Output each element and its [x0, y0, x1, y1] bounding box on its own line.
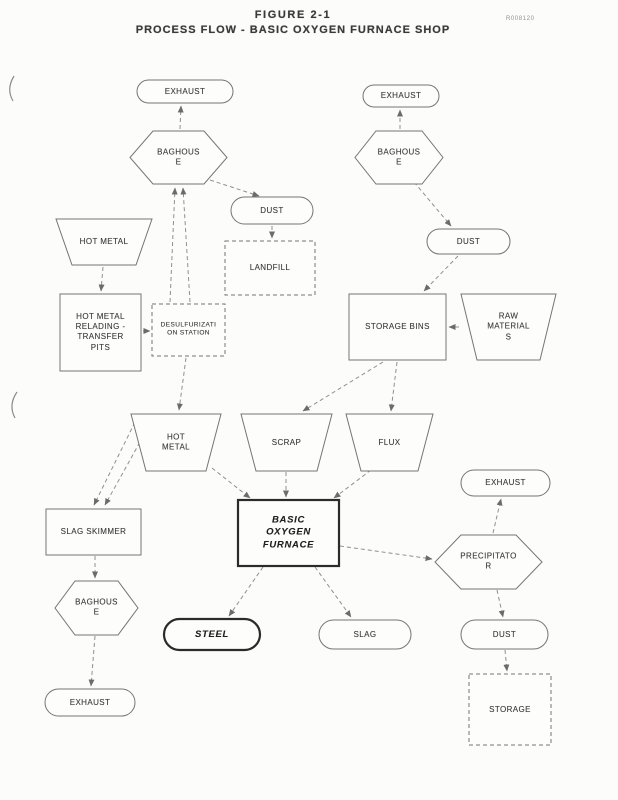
edge-hot-metal-charge-to-basic-oxygen-furnace	[211, 467, 251, 499]
edge-dust-right-to-storage-bins	[423, 255, 459, 292]
slag-skimmer-label: SLAG SKIMMER	[60, 526, 127, 536]
hot-metal-input-label: HOT METAL	[79, 236, 129, 246]
edge-baghouse-bottom-left-to-exhaust-bottom-left	[88, 635, 96, 687]
figure-label: FIGURE 2-1	[254, 9, 332, 21]
precipitator-label: PRECIPITATOR	[460, 551, 517, 571]
landfill-shape	[224, 240, 316, 296]
exhaust-bottom-left-label: EXHAUST	[69, 697, 111, 707]
storage-label: STORAGE	[489, 704, 531, 714]
slag-shape	[318, 619, 412, 650]
storage-shape	[468, 673, 552, 746]
hot-metal-relading-pits-shape	[59, 293, 142, 372]
baghouse-top-left-shape	[129, 130, 228, 185]
dust-right-shape	[426, 228, 511, 255]
slag-label: SLAG	[353, 629, 377, 639]
landfill-label: LANDFILL	[249, 262, 291, 272]
edge-storage-bins-to-flux	[388, 361, 398, 412]
desulfurization-station-shape	[151, 303, 226, 357]
flux-shape	[345, 413, 434, 472]
storage-bins-shape	[348, 293, 447, 361]
edge-precipitator-to-dust-bottom-right	[496, 589, 505, 618]
scrap-shape	[240, 413, 333, 472]
edge-storage-bins-to-scrap	[302, 361, 384, 412]
scrap-label: SCRAP	[271, 437, 302, 447]
exhaust-top-left-shape	[136, 79, 234, 104]
steel-label: STEEL	[194, 628, 230, 640]
baghouse-top-right-shape	[354, 130, 444, 185]
steel-shape	[162, 617, 262, 652]
basic-oxygen-furnace-shape	[236, 498, 341, 568]
document-stamp: R008120	[506, 16, 535, 22]
baghouse-bottom-left-shape	[54, 580, 139, 636]
exhaust-top-right-shape	[362, 84, 440, 108]
dust-bottom-right-shape	[460, 619, 549, 650]
edge-baghouse-top-left-to-exhaust-top-left	[177, 105, 184, 130]
raw-materials-label: RAW MATERIALS	[487, 311, 530, 342]
edge-desulfurization-station-to-hot-metal-charge	[176, 357, 187, 411]
dust-right-label: DUST	[456, 236, 481, 246]
figure-title: PROCESS FLOW - BASIC OXYGEN FURNACE SHOP	[135, 24, 451, 36]
edge-hot-metal-relading-pits-to-baghouse-top-left	[169, 187, 178, 303]
hot-metal-charge-label: HOT METAL	[161, 432, 191, 452]
hot-metal-relading-pits-label: HOT METAL RELADING - TRANSFER PITS	[75, 311, 126, 352]
exhaust-right-shape	[460, 469, 551, 497]
dust-bottom-right-label: DUST	[492, 629, 517, 639]
edge-desulfurization-station-to-baghouse-top-left	[180, 187, 191, 303]
exhaust-bottom-left-shape	[44, 688, 136, 717]
desulfurization-station-label: DESULFURIZATION STATION	[160, 321, 217, 337]
exhaust-top-right-label: EXHAUST	[380, 90, 422, 100]
baghouse-top-right-label: BAGHOUSE	[377, 147, 421, 167]
figure-title-block: FIGURE 2-1 PROCESS FLOW - BASIC OXYGEN F…	[0, 9, 586, 36]
baghouse-top-left-label: BAGHOUSE	[157, 147, 200, 167]
scan-artifact	[9, 75, 15, 102]
basic-oxygen-furnace-label: BASIC OXYGEN FURNACE	[262, 514, 315, 551]
slag-skimmer-shape	[45, 508, 142, 556]
hot-metal-charge-shape	[130, 413, 222, 472]
scan-artifact	[11, 391, 18, 419]
storage-bins-label: STORAGE BINS	[365, 321, 430, 331]
edge-basic-oxygen-furnace-to-precipitator	[339, 545, 433, 562]
edge-flux-to-basic-oxygen-furnace	[333, 469, 372, 499]
shapes-layer	[44, 79, 557, 746]
exhaust-right-label: EXHAUST	[485, 477, 526, 487]
raw-materials-shape	[460, 293, 557, 361]
exhaust-top-left-label: EXHAUST	[164, 86, 206, 96]
edge-dust-bottom-right-to-storage	[503, 649, 510, 672]
edge-baghouse-top-left-to-dust-left	[209, 179, 260, 197]
precipitator-shape	[434, 534, 543, 590]
dust-left-label: DUST	[260, 205, 284, 215]
hot-metal-input-shape	[55, 218, 153, 266]
edge-precipitator-to-exhaust-right	[492, 498, 503, 534]
edge-basic-oxygen-furnace-to-steel	[228, 566, 264, 617]
edge-hot-metal-charge-to-slag-skimmer	[93, 415, 139, 506]
edge-baghouse-top-right-to-dust-right	[413, 181, 452, 227]
baghouse-bottom-left-label: BAGHOUSE	[75, 597, 118, 617]
flux-label: FLUX	[378, 437, 401, 447]
edge-basic-oxygen-furnace-to-slag	[314, 566, 352, 618]
dust-left-shape	[230, 196, 314, 225]
